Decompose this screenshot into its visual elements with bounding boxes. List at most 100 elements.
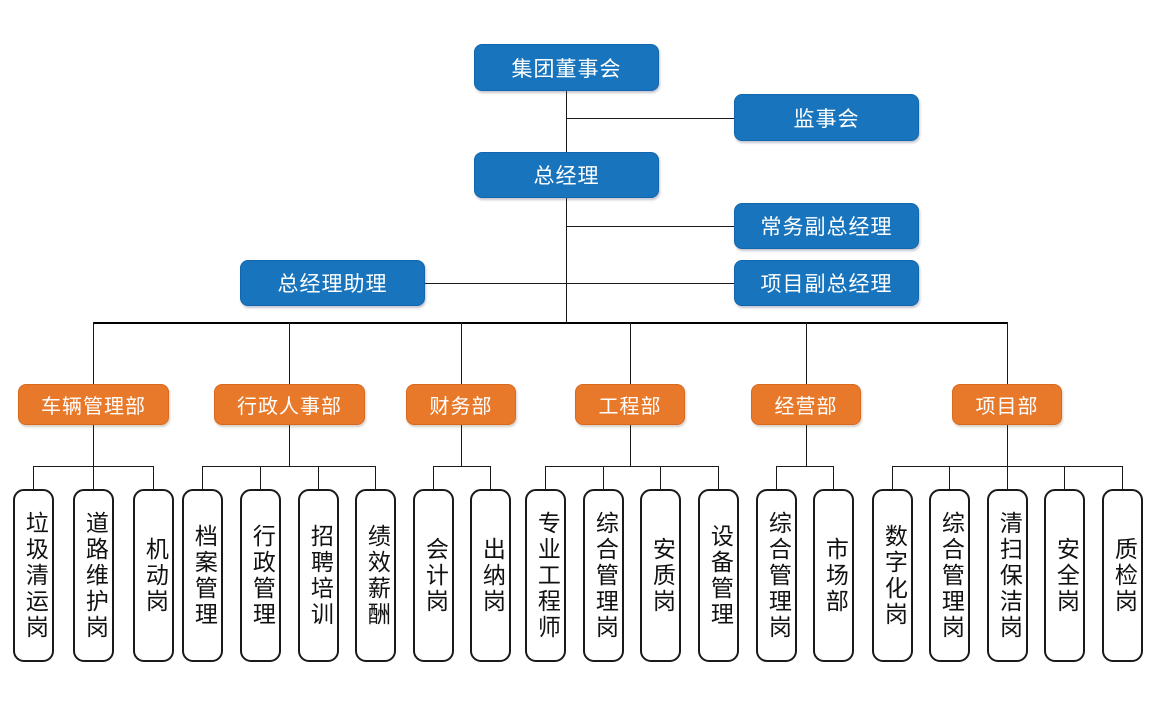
connector-gm-assistant	[425, 283, 567, 284]
leaf-position-label: 清扫保洁岗	[995, 510, 1022, 641]
leaf-position-label: 综合管理岗	[937, 510, 964, 641]
leaf-position-label: 绩效薪酬	[363, 523, 390, 628]
leaf-position-label: 专业工程师	[533, 510, 560, 641]
node-supervisory-board-label: 监事会	[793, 107, 860, 131]
leaf-position-label: 出纳岗	[478, 536, 505, 615]
connector-gm-spine	[566, 198, 567, 323]
leaf-position[interactable]: 道路维护岗	[73, 489, 114, 662]
leaf-position[interactable]: 会计岗	[413, 489, 454, 662]
connector-drop-dept-5	[1007, 322, 1008, 384]
leaf-position-label: 质检岗	[1110, 536, 1137, 615]
leaf-position-label: 综合管理岗	[591, 510, 618, 641]
node-board[interactable]: 集团董事会	[474, 44, 659, 91]
connector-gm-to-exec-vice	[566, 226, 734, 227]
connector-drop-dept-2	[461, 322, 462, 384]
node-executive-vice-gm[interactable]: 常务副总经理	[734, 203, 919, 249]
leaf-position[interactable]: 数字化岗	[872, 489, 913, 662]
connector-stem-dept-4	[806, 425, 807, 466]
connector-leaf-3-2	[660, 466, 661, 489]
leaf-position[interactable]: 质检岗	[1102, 489, 1143, 662]
node-department-label: 车辆管理部	[41, 396, 146, 418]
leaf-position-label: 招聘培训	[306, 523, 333, 628]
leaf-position[interactable]: 行政管理	[240, 489, 281, 662]
connector-leaf-3-3	[718, 466, 719, 489]
node-department-engineering[interactable]: 工程部	[575, 384, 685, 425]
connector-leaf-2-0	[433, 466, 434, 489]
connector-leaf-5-4	[1122, 466, 1123, 489]
connector-stem-dept-5	[1007, 425, 1008, 466]
connector-stem-dept-2	[461, 425, 462, 466]
node-department-label: 经营部	[774, 396, 838, 418]
leaf-position[interactable]: 专业工程师	[525, 489, 566, 662]
node-department-admin-hr[interactable]: 行政人事部	[214, 384, 365, 425]
leaf-position-label: 安全岗	[1052, 536, 1079, 615]
connector-department-bus	[93, 322, 1007, 324]
connector-leaf-4-1	[833, 466, 834, 489]
leaf-position[interactable]: 出纳岗	[470, 489, 511, 662]
connector-stem-dept-1	[289, 425, 290, 466]
connector-leaf-5-3	[1064, 466, 1065, 489]
node-gm-assistant[interactable]: 总经理助理	[240, 260, 425, 306]
connector-leaf-0-1	[93, 466, 94, 489]
leaf-position[interactable]: 垃圾清运岗	[13, 489, 54, 662]
connector-subbus-dept-1	[202, 466, 375, 467]
connector-leaf-5-0	[892, 466, 893, 489]
node-general-manager[interactable]: 总经理	[474, 152, 659, 198]
connector-leaf-4-0	[776, 466, 777, 489]
node-supervisory-board[interactable]: 监事会	[734, 94, 919, 141]
node-gm-assistant-label: 总经理助理	[277, 273, 388, 296]
connector-stem-dept-3	[630, 425, 631, 466]
connector-subbus-dept-4	[776, 466, 833, 467]
connector-gm-to-project-vice	[566, 283, 734, 284]
node-project-vice-gm-label: 项目副总经理	[760, 273, 893, 296]
node-department-label: 财务部	[429, 396, 493, 418]
connector-drop-dept-0	[93, 322, 94, 384]
node-department-label: 项目部	[975, 396, 1039, 418]
leaf-position-label: 行政管理	[248, 523, 275, 628]
connector-leaf-3-1	[603, 466, 604, 489]
leaf-position[interactable]: 安全岗	[1044, 489, 1085, 662]
node-department-operations[interactable]: 经营部	[751, 384, 861, 425]
node-executive-vice-gm-label: 常务副总经理	[760, 216, 893, 239]
leaf-position-label: 综合管理岗	[764, 510, 791, 641]
leaf-position[interactable]: 设备管理	[698, 489, 739, 662]
node-department-project[interactable]: 项目部	[952, 384, 1062, 425]
node-department-vehicle-management[interactable]: 车辆管理部	[18, 384, 169, 425]
node-board-label: 集团董事会	[511, 57, 622, 81]
connector-leaf-0-0	[33, 466, 34, 489]
connector-leaf-5-2	[1007, 466, 1008, 489]
leaf-position[interactable]: 清扫保洁岗	[987, 489, 1028, 662]
leaf-position-label: 设备管理	[706, 523, 733, 628]
connector-leaf-1-0	[202, 466, 203, 489]
connector-board-to-gm	[566, 91, 567, 152]
leaf-position-label: 安质岗	[648, 536, 675, 615]
leaf-position[interactable]: 综合管理岗	[929, 489, 970, 662]
leaf-position[interactable]: 机动岗	[133, 489, 174, 662]
connector-leaf-5-1	[949, 466, 950, 489]
leaf-position[interactable]: 市场部	[813, 489, 854, 662]
node-department-finance[interactable]: 财务部	[406, 384, 516, 425]
connector-stem-dept-0	[93, 425, 94, 466]
leaf-position-label: 数字化岗	[880, 523, 907, 628]
leaf-position[interactable]: 综合管理岗	[583, 489, 624, 662]
leaf-position[interactable]: 安质岗	[640, 489, 681, 662]
connector-leaf-2-1	[490, 466, 491, 489]
node-department-label: 行政人事部	[237, 396, 342, 418]
leaf-position[interactable]: 档案管理	[182, 489, 223, 662]
node-project-vice-gm[interactable]: 项目副总经理	[734, 260, 919, 306]
leaf-position[interactable]: 综合管理岗	[756, 489, 797, 662]
leaf-position-label: 垃圾清运岗	[21, 510, 48, 641]
connector-leaf-1-3	[375, 466, 376, 489]
connector-leaf-3-0	[545, 466, 546, 489]
connector-subbus-dept-3	[545, 466, 718, 467]
connector-drop-dept-4	[806, 322, 807, 384]
leaf-position[interactable]: 绩效薪酬	[355, 489, 396, 662]
connector-drop-dept-1	[289, 322, 290, 384]
connector-leaf-0-2	[153, 466, 154, 489]
leaf-position-label: 市场部	[821, 536, 848, 615]
connector-drop-dept-3	[630, 322, 631, 384]
leaf-position[interactable]: 招聘培训	[298, 489, 339, 662]
leaf-position-label: 机动岗	[141, 536, 168, 615]
leaf-position-label: 档案管理	[190, 523, 217, 628]
